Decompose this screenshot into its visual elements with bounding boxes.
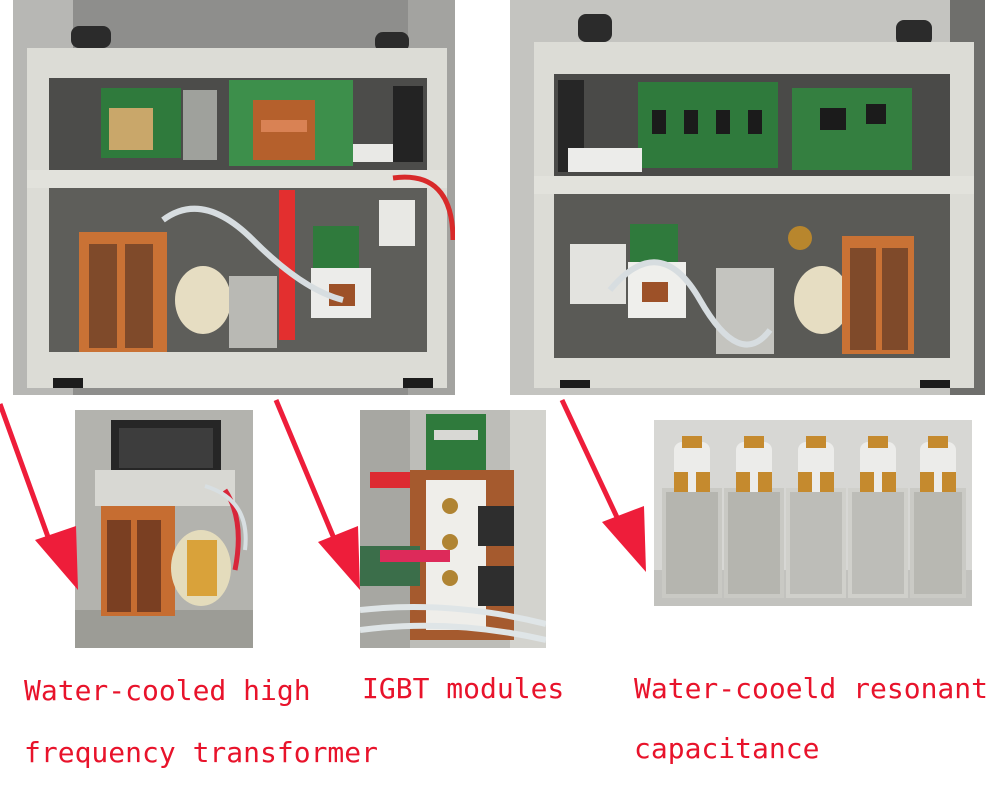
transformer-caption-line1: Water-cooled high [24, 674, 311, 707]
transformer-caption-line2: frequency transformer [24, 736, 379, 769]
capacitor-caption-line2: capacitance [634, 732, 820, 765]
arrow-to-capacitor [559, 398, 646, 572]
arrow-to-igbt [273, 399, 360, 590]
capacitor-closeup-photo [654, 420, 972, 606]
igbt-illustration [360, 410, 546, 648]
machine-left-photo [13, 0, 455, 395]
transformer-closeup-photo [75, 410, 253, 648]
igbt-closeup-photo [360, 410, 546, 648]
machine-right-photo [510, 0, 985, 395]
machine-right-illustration [510, 0, 985, 395]
capacitor-row [662, 436, 966, 598]
capacitor-illustration [654, 420, 972, 606]
capacitor-caption-line1: Water-cooeld resonant [634, 672, 989, 705]
arrow-to-transformer [0, 403, 78, 590]
machine-left-illustration [13, 0, 455, 395]
transformer-illustration [75, 410, 253, 648]
igbt-caption: IGBT modules [362, 672, 565, 705]
